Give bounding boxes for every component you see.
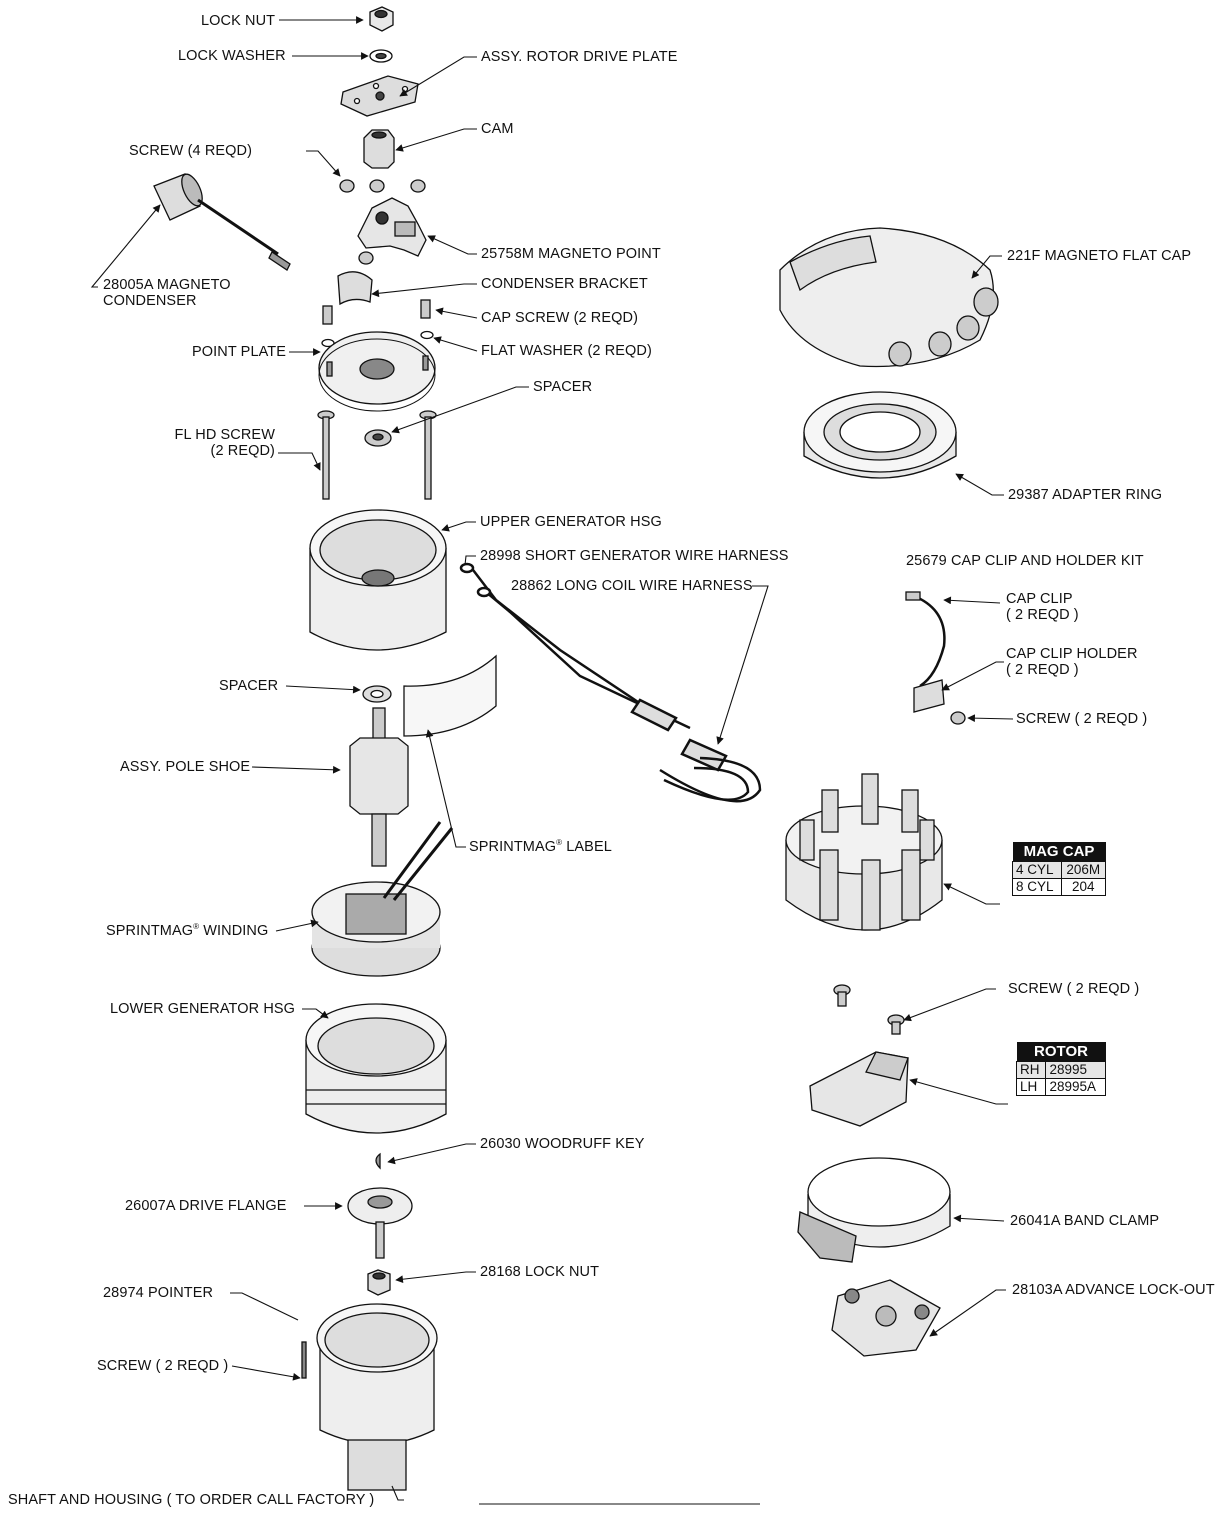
woodruff-key-part <box>375 1152 381 1170</box>
label-sprintmag-label: SPRINTMAG® LABEL <box>469 838 612 855</box>
label-magneto-condenser-line2: CONDENSER <box>103 293 197 309</box>
mag-cap-part <box>785 773 943 931</box>
screws-4-part <box>339 179 426 265</box>
rotor-table-title: ROTOR <box>1016 1042 1106 1062</box>
label-lock-nut: LOCK NUT <box>201 13 276 29</box>
label-cap-clip-holder-line1: CAP CLIP HOLDER <box>1006 646 1138 662</box>
rotor-drive-plate-part <box>340 75 419 117</box>
label-short-generator-harness: 28998 SHORT GENERATOR WIRE HARNESS <box>480 548 789 564</box>
label-advance-lockout: 28103A ADVANCE LOCK-OUT <box>1012 1282 1215 1298</box>
leader-lines <box>90 16 1014 1501</box>
label-shaft-housing: SHAFT AND HOUSING ( TO ORDER CALL FACTOR… <box>8 1492 375 1508</box>
label-woodruff-key: 26030 WOODRUFF KEY <box>480 1136 645 1152</box>
label-cap-clip-line2: ( 2 REQD ) <box>1006 607 1079 623</box>
sprintmag-winding-part <box>311 821 454 977</box>
pole-shoe-part <box>349 707 409 867</box>
label-spacer-top: SPACER <box>533 379 593 395</box>
mag-cap-table-title: MAG CAP <box>1012 842 1106 862</box>
magneto-point-part <box>357 197 427 257</box>
condenser-bracket-part <box>337 271 373 306</box>
label-upper-generator-hsg: UPPER GENERATOR HSG <box>480 514 662 530</box>
screw-clip-part <box>950 711 966 725</box>
label-lower-generator-hsg: LOWER GENERATOR HSG <box>110 1001 296 1017</box>
wire-harness-part <box>459 562 762 803</box>
label-screw-clip: SCREW ( 2 REQD ) <box>1016 711 1148 727</box>
band-clamp-part <box>797 1157 951 1263</box>
drive-flange-part <box>347 1187 413 1259</box>
cap-screws-part <box>322 299 431 325</box>
rotor-row-value: 28995A <box>1045 1078 1106 1096</box>
upper-generator-hsg-part <box>309 509 447 651</box>
mag-cap-row-value: 204 <box>1060 878 1107 896</box>
label-rotor-drive-plate: ASSY. ROTOR DRIVE PLATE <box>481 49 678 65</box>
label-cap-clip-line1: CAP CLIP <box>1006 591 1073 607</box>
lower-generator-hsg-part <box>305 1003 447 1134</box>
label-point-plate: POINT PLATE <box>192 344 287 360</box>
label-magneto-flat-cap: 221F MAGNETO FLAT CAP <box>1007 248 1192 264</box>
cap-clip-part <box>905 591 946 688</box>
label-lock-nut-28168: 28168 LOCK NUT <box>480 1264 600 1280</box>
mag-cap-row-key: 4 CYL <box>1012 861 1062 879</box>
mag-cap-row-value: 206M <box>1060 861 1107 879</box>
label-magneto-condenser-line1: 28005A MAGNETO <box>103 277 231 293</box>
spacer-mid-part <box>362 685 392 703</box>
adapter-ring-part <box>803 391 957 479</box>
label-band-clamp: 26041A BAND CLAMP <box>1010 1213 1160 1229</box>
label-cam: CAM <box>481 121 514 137</box>
lock-nut-part <box>369 6 394 32</box>
label-adapter-ring: 29387 ADAPTER RING <box>1008 487 1163 503</box>
label-screw-4-reqd: SCREW (4 REQD) <box>129 143 253 159</box>
fl-hd-screws-part <box>317 410 437 500</box>
label-sprintmag-winding: SPRINTMAG® WINDING <box>106 922 269 939</box>
rotor-row-value: 28995 <box>1045 1061 1106 1079</box>
label-flat-washer: FLAT WASHER (2 REQD) <box>481 343 652 359</box>
label-cap-clip-holder-line2: ( 2 REQD ) <box>1006 662 1079 678</box>
label-fl-hd-screw-line1: FL HD SCREW <box>174 427 275 443</box>
label-long-coil-harness: 28862 LONG COIL WIRE HARNESS <box>511 578 753 594</box>
lock-washer-part <box>369 49 393 63</box>
magneto-condenser-part <box>153 173 291 271</box>
point-plate-part <box>318 331 436 412</box>
label-pointer: 28974 POINTER <box>103 1285 214 1301</box>
label-fl-hd-screw-line2: (2 REQD) <box>210 443 275 459</box>
rotor-row-key: RH <box>1015 1061 1047 1079</box>
rotor-part <box>809 1051 909 1127</box>
cap-clip-holder-part <box>913 679 945 713</box>
label-magneto-point: 25758M MAGNETO POINT <box>481 246 661 262</box>
label-cap-clip-kit: 25679 CAP CLIP AND HOLDER KIT <box>906 553 1144 569</box>
flat-washers-part <box>321 330 434 348</box>
label-spacer-mid: SPACER <box>219 678 279 694</box>
label-pole-shoe: ASSY. POLE SHOE <box>120 759 251 775</box>
spacer-top-part <box>364 429 392 447</box>
mag-cap-row-key: 8 CYL <box>1012 878 1062 896</box>
rotor-row-key: LH <box>1015 1078 1047 1096</box>
sprintmag-label-part <box>403 654 497 737</box>
rotor-screws-part <box>833 984 905 1035</box>
advance-lockout-part <box>831 1279 941 1357</box>
magneto-flat-cap-part <box>779 227 999 368</box>
label-screw-pointer: SCREW ( 2 REQD ) <box>97 1358 229 1374</box>
shaft-housing-part <box>301 1303 438 1491</box>
label-screw-rotor: SCREW ( 2 REQD ) <box>1008 981 1140 997</box>
label-condenser-bracket: CONDENSER BRACKET <box>481 276 648 292</box>
label-lock-washer: LOCK WASHER <box>178 48 286 64</box>
cam-part <box>363 129 395 169</box>
label-cap-screw: CAP SCREW (2 REQD) <box>481 310 639 326</box>
lock-nut-28168-part <box>367 1269 391 1296</box>
label-drive-flange: 26007A DRIVE FLANGE <box>125 1198 287 1214</box>
